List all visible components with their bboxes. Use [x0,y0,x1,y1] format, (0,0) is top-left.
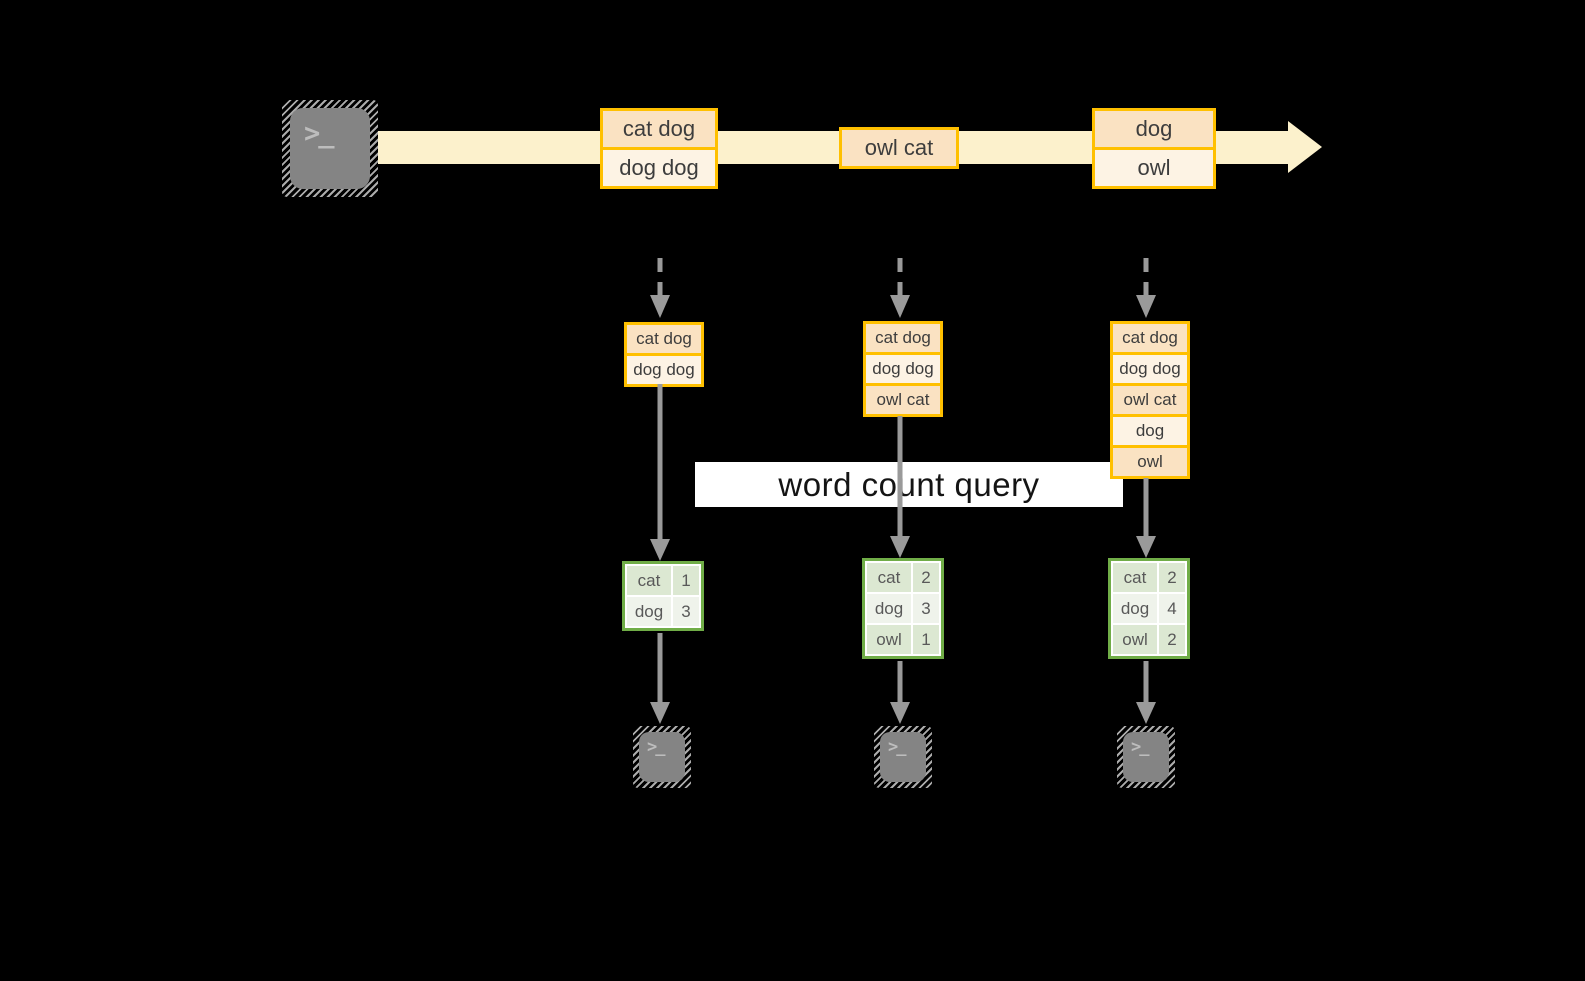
count-table-1: cat 1 dog 3 [622,561,704,631]
word-cell: dog [1113,594,1157,623]
count-cell: 2 [1159,625,1185,654]
record: cat dog [1113,324,1187,352]
stream-log-2: cat dog dog dog owl cat [863,321,943,417]
terminal-screen: >_ [639,732,685,782]
arrow-down-icon [1136,661,1156,724]
dashed-arrow-down-icon [890,258,910,318]
prompt-glyph: >_ [304,118,334,149]
record: cat dog [866,324,940,352]
word-cell: owl [1113,625,1157,654]
stream-log-3: cat dog dog dog owl cat dog owl [1110,321,1190,479]
arrow-down-icon [650,633,670,724]
stream-log-1: cat dog dog dog [624,322,704,387]
arrow-down-icon [890,416,910,558]
prompt-glyph: >_ [647,737,666,757]
timeline-batch-1: cat dog dog dog [600,108,718,189]
record: owl cat [866,386,940,414]
record: owl cat [842,130,956,166]
count-cell: 2 [913,563,939,592]
record: dog dog [603,150,715,186]
count-cell: 2 [1159,563,1185,592]
count-cell: 1 [913,625,939,654]
word-cell: cat [627,566,671,595]
dashed-arrow-down-icon [1136,258,1156,318]
word-cell: cat [1113,563,1157,592]
sink-terminal-icon: >_ [874,726,932,788]
record: dog dog [866,355,940,383]
record: dog [1095,111,1213,147]
word-count-query-label: word count query [695,462,1123,507]
count-cell: 1 [673,566,699,595]
dashed-arrow-down-icon [650,258,670,318]
timeline-batch-3: dog owl [1092,108,1216,189]
count-cell: 3 [673,597,699,626]
word-cell: owl [867,625,911,654]
word-cell: dog [627,597,671,626]
record: cat dog [627,325,701,353]
record: owl cat [1113,386,1187,414]
word-cell: dog [867,594,911,623]
sink-terminal-icon: >_ [1117,726,1175,788]
timeline-batch-2: owl cat [839,127,959,169]
record: owl [1095,150,1213,186]
count-cell: 3 [913,594,939,623]
record: owl [1113,448,1187,476]
sink-terminal-icon: >_ [633,726,691,788]
record: dog dog [1113,355,1187,383]
terminal-screen: >_ [1123,732,1169,782]
terminal-screen: >_ [880,732,926,782]
prompt-glyph: >_ [1131,737,1150,757]
arrow-down-icon [890,661,910,724]
arrow-down-icon [650,384,670,561]
count-table-3: cat 2 dog 4 owl 2 [1108,558,1190,659]
record: dog [1113,417,1187,445]
source-terminal-icon: >_ [282,100,378,197]
stream-timeline-arrowhead-icon [1288,121,1322,173]
arrow-down-icon [1136,478,1156,558]
count-cell: 4 [1159,594,1185,623]
record: dog dog [627,356,701,384]
count-table-2: cat 2 dog 3 owl 1 [862,558,944,659]
terminal-screen: >_ [290,108,370,189]
record: cat dog [603,111,715,147]
word-cell: cat [867,563,911,592]
prompt-glyph: >_ [888,737,907,757]
